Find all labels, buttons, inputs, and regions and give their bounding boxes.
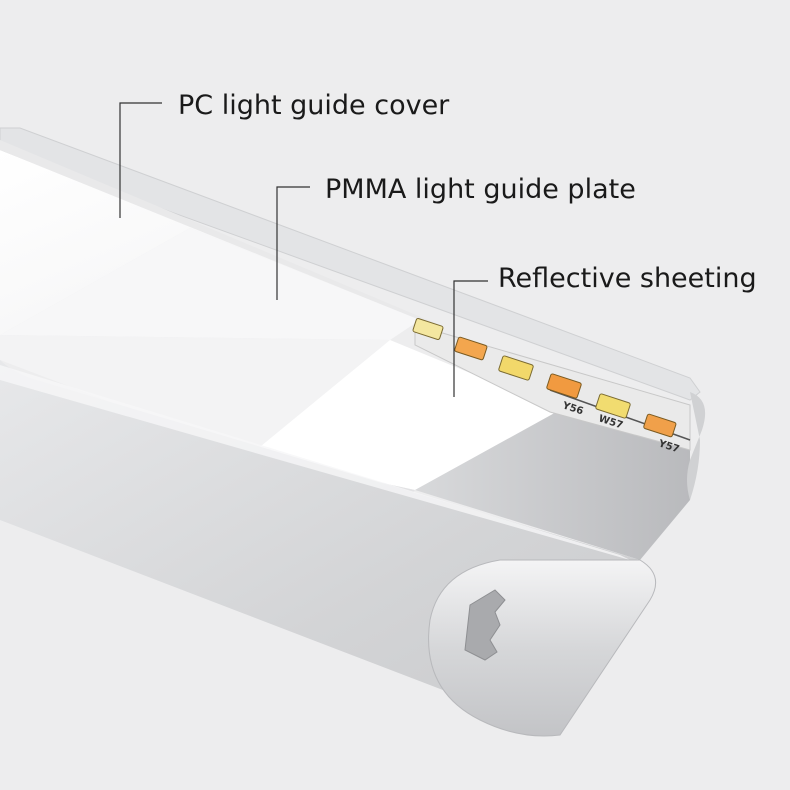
pc-cover-edge	[0, 140, 440, 325]
led-row	[412, 318, 677, 438]
led	[595, 393, 631, 419]
leader-pc	[119, 102, 162, 218]
led	[546, 373, 582, 399]
label-pc-cover: PC light guide cover	[178, 90, 450, 121]
led	[498, 355, 534, 381]
housing-end-cap-right	[640, 392, 706, 560]
led	[454, 336, 488, 361]
pmma-plate-lower	[0, 335, 390, 455]
led	[412, 318, 444, 340]
leader-pmma	[276, 186, 310, 300]
label-pmma-plate: PMMA light guide plate	[325, 174, 636, 205]
leader-lines	[119, 102, 488, 397]
end-profile-slot	[464, 589, 506, 661]
pc-cover	[0, 150, 420, 335]
leader-reflective	[453, 280, 488, 397]
label-reflective-sheeting: Reflective sheeting	[498, 263, 757, 294]
housing-top-rim	[0, 127, 701, 401]
pmma-plate	[0, 228, 420, 340]
housing-front-highlight	[0, 365, 630, 560]
reflective-sheet	[250, 340, 560, 490]
housing-end-profile	[428, 559, 657, 737]
led	[643, 413, 677, 438]
housing-inner-channel	[415, 410, 690, 560]
